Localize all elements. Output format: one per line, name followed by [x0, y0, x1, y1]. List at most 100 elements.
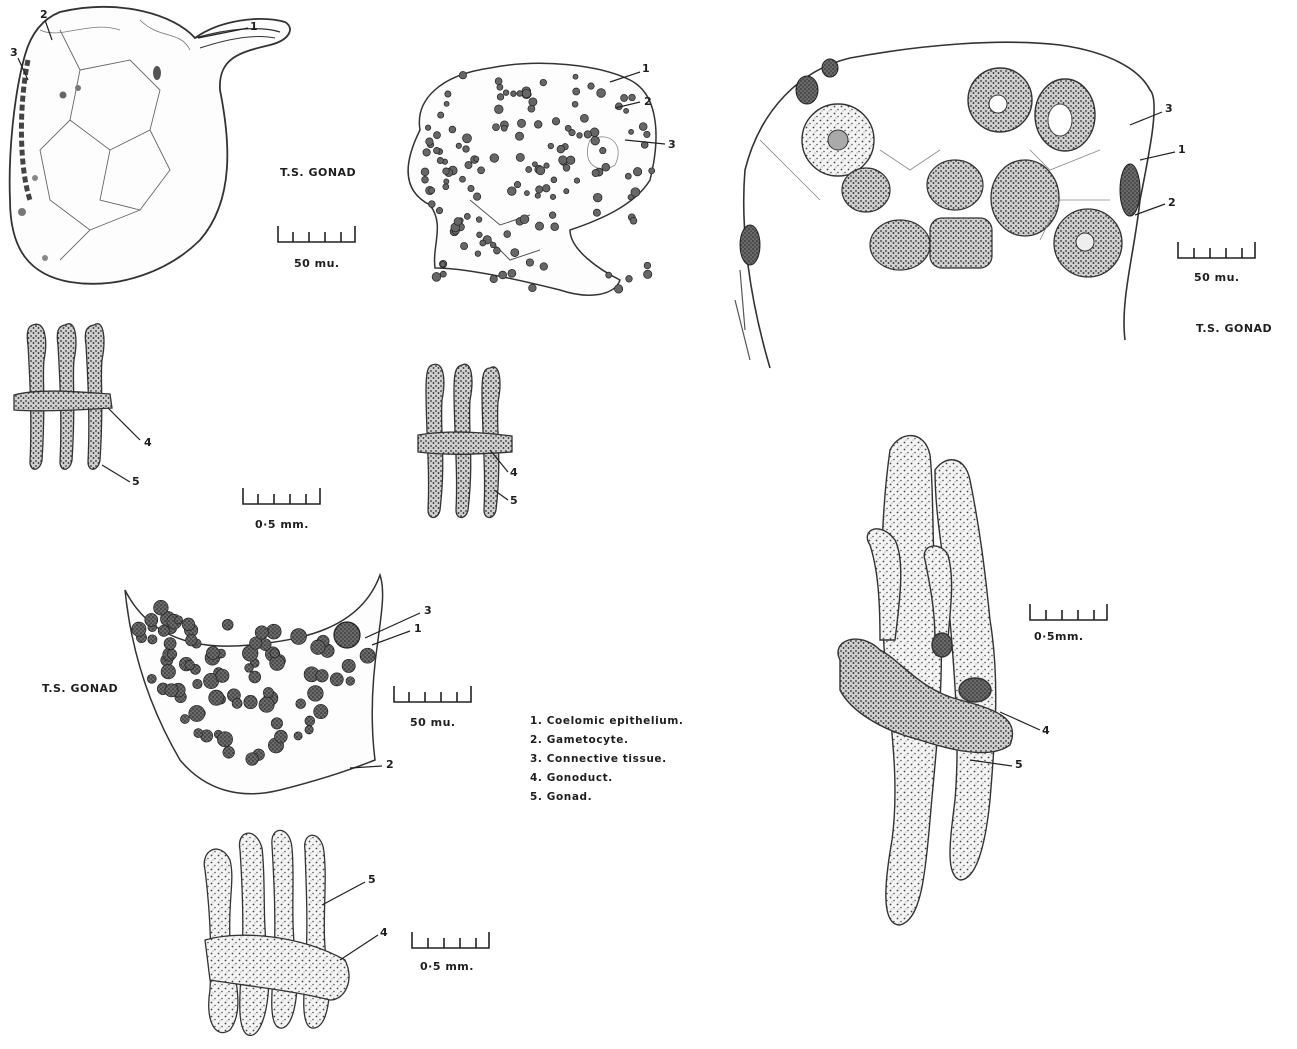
gametocyte-cell: [316, 670, 328, 682]
gametocyte-cell: [522, 89, 531, 98]
gametocyte-cell: [249, 671, 261, 683]
part-number-4: 4: [380, 926, 388, 939]
gametocyte-cell: [476, 217, 482, 223]
gametocyte-cell: [456, 143, 461, 148]
gametocyte-cell: [164, 638, 176, 650]
gametocyte-cell: [440, 271, 446, 277]
gametocyte-cell: [246, 753, 259, 766]
gametocyte-cell: [216, 669, 229, 682]
ts-gonad-section-c: [735, 42, 1154, 368]
gametocyte-cell: [504, 231, 511, 238]
gametocyte-cell: [534, 121, 542, 129]
gametocyte-cell: [549, 212, 556, 219]
gonad-comb-e: [14, 324, 112, 470]
gametocyte-cell: [305, 716, 315, 726]
part-number-1: 1: [414, 622, 422, 635]
gametocyte-cell: [436, 207, 442, 213]
gametocyte-cell: [524, 191, 529, 196]
gametocyte-cell: [593, 193, 602, 202]
gametocyte-cell: [614, 285, 622, 293]
gametocyte-cell: [346, 677, 355, 686]
gametocyte-cell: [296, 699, 306, 709]
gonad-comb-f: [418, 364, 512, 517]
gametocyte-cell: [461, 243, 468, 250]
gametocyte-cell: [535, 193, 540, 198]
gametocyte-cell: [443, 184, 449, 190]
gametocyte-cell: [503, 90, 509, 96]
scale-bar-h: [1030, 604, 1107, 620]
gametocyte-cell: [580, 114, 588, 122]
gametocyte-cell: [630, 217, 637, 224]
gametocyte-cell: [529, 98, 537, 106]
gametocyte-cell: [544, 163, 549, 168]
gametocyte-cell: [147, 674, 156, 683]
part-number-2: 2: [386, 758, 394, 771]
scale-label-h: 0·5mm.: [1034, 630, 1084, 643]
gametocyte-cell: [434, 147, 440, 153]
gametocyte-cell: [508, 269, 516, 277]
gametocyte-cell: [511, 249, 519, 257]
gametocyte-cell: [508, 187, 517, 196]
gametocyte-cell: [565, 125, 571, 131]
gametocyte-cell: [475, 251, 481, 257]
gametocyte-cell: [639, 123, 647, 131]
scale-label-d: 50 mu.: [410, 716, 456, 729]
part-number-1: 1: [250, 20, 258, 33]
gametocyte-cell: [543, 185, 550, 192]
gametocyte-cell: [244, 695, 257, 708]
legend: 1. Coelomic epithelium. 2. Gametocyte. 3…: [530, 712, 683, 807]
part-number-4: 4: [144, 436, 152, 449]
gametocyte-cell: [443, 168, 450, 175]
gametocyte-cell: [165, 684, 178, 697]
gametocyte-cell: [460, 176, 466, 182]
gametocyte-cell: [464, 213, 470, 219]
gametocyte-cell: [463, 134, 472, 143]
gametocyte-cell: [194, 729, 203, 738]
gametocyte-cell: [428, 201, 435, 208]
gametocyte-cell: [564, 189, 569, 194]
gametocyte-cell: [592, 170, 599, 177]
gametocyte-cell: [259, 697, 274, 712]
gametocyte-cell: [473, 193, 480, 200]
ts-gonad-label-d: T.S. GONAD: [42, 682, 118, 695]
gametocyte-cell: [421, 168, 429, 176]
gametocyte-cell: [490, 242, 496, 248]
gametocyte-cell: [223, 747, 235, 759]
gametocyte-cell: [437, 157, 443, 163]
gametocyte-cell: [342, 659, 355, 672]
gonad-large-h: [838, 436, 1013, 925]
gametocyte-cell: [591, 136, 600, 145]
gametocyte-cell: [305, 726, 313, 734]
gametocyte-cell: [444, 101, 449, 106]
gametocyte-cell: [511, 91, 517, 97]
gametocyte-cell: [597, 89, 606, 98]
gametocyte-cell: [463, 146, 470, 153]
gametocyte-cell: [445, 91, 451, 97]
gametocyte-cell: [495, 78, 502, 85]
gametocyte-cell: [551, 177, 557, 183]
gametocyte-cell: [517, 119, 525, 127]
part-number-3: 3: [668, 138, 676, 151]
gametocyte-cell: [314, 705, 328, 719]
scale-label-c: 50 mu.: [1194, 271, 1240, 284]
gametocyte-cell: [423, 149, 430, 156]
part-number-2: 2: [1168, 196, 1176, 209]
gametocyte-cell: [494, 247, 501, 254]
gametocyte-cell: [167, 649, 177, 659]
gametocyte-cell: [573, 74, 578, 79]
scale-label-g: 0·5 mm.: [420, 960, 474, 973]
gametocyte-cell: [628, 195, 633, 200]
gametocyte-cell: [621, 95, 628, 102]
gametocyte-cell: [584, 131, 591, 138]
gametocyte-cell: [271, 718, 282, 729]
gametocyte-cell: [520, 215, 529, 224]
gametocyte-cell: [536, 186, 543, 193]
gametocyte-cell: [222, 619, 233, 630]
scale-bar-g: [412, 932, 489, 948]
gametocyte-cell: [593, 209, 600, 216]
part-number-1: 1: [1178, 143, 1186, 156]
gametocyte-cell: [425, 125, 430, 130]
gametocyte-cell: [459, 72, 466, 79]
part-number-2: 2: [644, 95, 652, 108]
